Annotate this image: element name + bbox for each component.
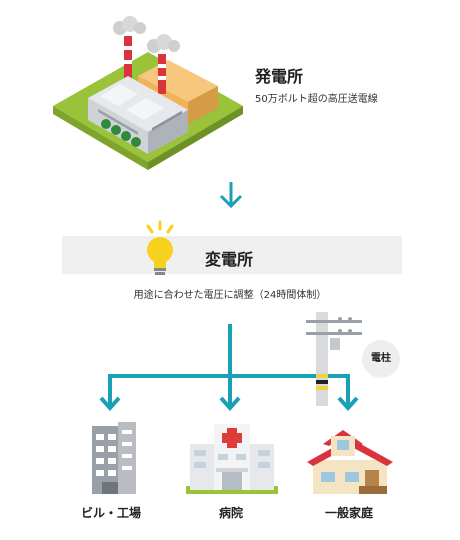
destination-label-home: 一般家庭 <box>324 506 373 520</box>
hospital-icon <box>186 424 278 494</box>
power-plant-illustration <box>53 16 243 170</box>
power-plant-subtitle: 50万ボルト超の高圧送電線 <box>255 94 378 105</box>
substation-band <box>62 236 402 274</box>
down-arrow-icon <box>219 182 243 209</box>
utility-pole-badge <box>362 340 400 378</box>
substation-note: 用途に合わせた電圧に調整（24時間体制） <box>133 290 327 301</box>
house-icon <box>307 430 393 494</box>
destination-label-building: ビル・工場 <box>80 506 141 520</box>
power-plant-title: 発電所 <box>255 67 304 86</box>
distribution-lines <box>99 324 359 411</box>
substation-title: 変電所 <box>205 250 254 269</box>
office-building-icon <box>92 422 136 494</box>
destination-label-hospital: 病院 <box>218 506 243 520</box>
utility-pole-label: 電柱 <box>371 353 391 364</box>
lightbulb-icon <box>146 220 174 275</box>
utility-pole-icon <box>306 312 362 406</box>
